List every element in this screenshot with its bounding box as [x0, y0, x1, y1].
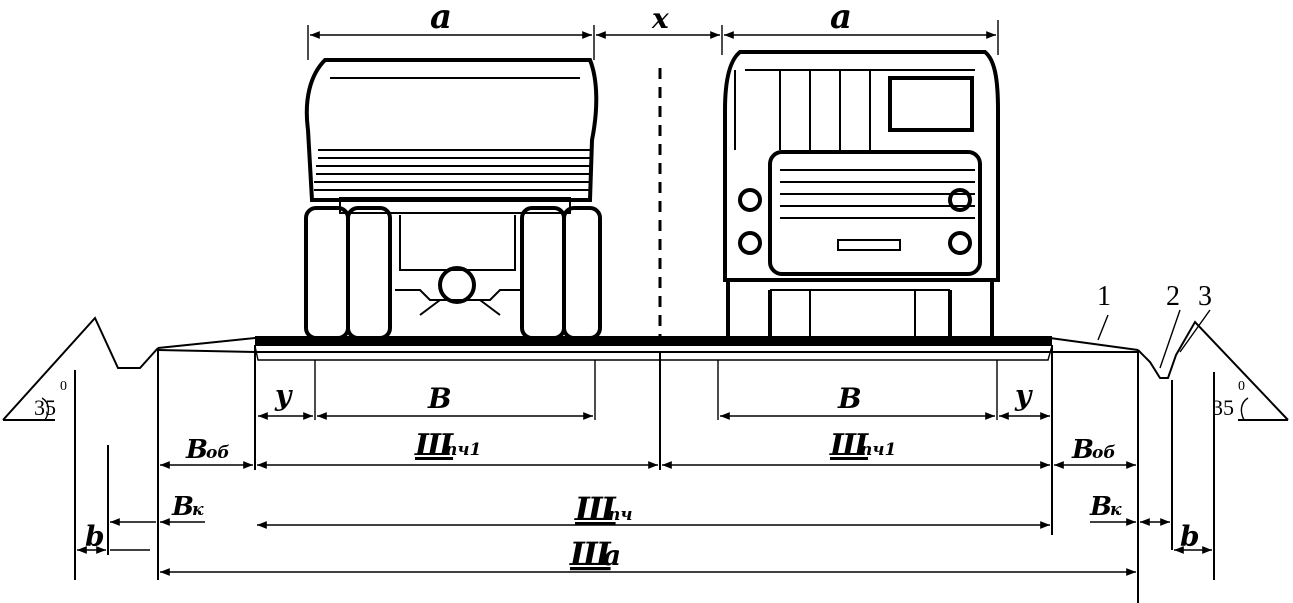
- label-bk-left: В к: [171, 492, 204, 522]
- svg-text:пч1: пч1: [860, 440, 896, 460]
- label-b-left: B: [427, 382, 452, 415]
- svg-text:а: а: [603, 539, 621, 572]
- svg-text:В: В: [171, 492, 194, 522]
- svg-text:Ш: Ш: [414, 428, 454, 463]
- callout-1: 1: [1097, 281, 1111, 312]
- angle-label-right: 35 0: [1212, 379, 1245, 420]
- svg-text:Ш: Ш: [829, 428, 869, 463]
- right-truck-front-view: [723, 50, 1000, 340]
- svg-text:Ш: Ш: [574, 490, 617, 528]
- label-a-right: a: [830, 0, 852, 37]
- svg-text:В: В: [185, 435, 208, 465]
- callout-2: 2: [1166, 281, 1180, 312]
- label-shpch1-left: Ш пч1: [414, 428, 481, 463]
- svg-text:к: к: [192, 500, 204, 520]
- svg-text:пч: пч: [608, 505, 633, 525]
- road-surface: [157, 336, 1139, 535]
- label-y-left: y: [274, 379, 293, 412]
- svg-text:Ш: Ш: [569, 535, 612, 573]
- label-x: x: [651, 2, 669, 35]
- svg-text:к: к: [1110, 500, 1122, 520]
- label-bob-left: В об: [185, 435, 230, 465]
- svg-text:0: 0: [60, 379, 67, 394]
- svg-text:35: 35: [1212, 395, 1234, 420]
- svg-text:В: В: [1089, 492, 1112, 522]
- label-bob-right: В об: [1071, 435, 1116, 465]
- angle-label-left: 35 0: [34, 379, 67, 420]
- label-small-b-left: b: [85, 520, 105, 553]
- svg-text:об: об: [1092, 443, 1116, 463]
- svg-text:об: об: [206, 443, 230, 463]
- left-embankment: [2, 316, 159, 580]
- callout-3: 3: [1198, 281, 1212, 312]
- label-shpch: Ш пч: [574, 490, 633, 528]
- svg-text:0: 0: [1238, 379, 1245, 394]
- label-bk-right: В к: [1089, 492, 1122, 522]
- label-b-right: B: [837, 382, 862, 415]
- top-dimensions: [307, 20, 999, 60]
- dimension-labels: a a x y y B B Ш пч1 Ш пч1 В об В об В к …: [34, 0, 1245, 573]
- svg-text:пч1: пч1: [445, 440, 481, 460]
- label-sha: Ш а: [569, 535, 621, 573]
- label-shpch1-right: Ш пч1: [829, 428, 896, 463]
- label-a-left: a: [430, 0, 452, 37]
- label-y-right: y: [1014, 379, 1033, 412]
- right-embankment: [1097, 309, 1289, 603]
- bottom-dimensions: [77, 360, 1212, 576]
- label-small-b-right: b: [1180, 520, 1200, 553]
- svg-text:В: В: [1071, 435, 1094, 465]
- left-truck-rear-view: [304, 58, 602, 340]
- svg-text:35: 35: [34, 395, 56, 420]
